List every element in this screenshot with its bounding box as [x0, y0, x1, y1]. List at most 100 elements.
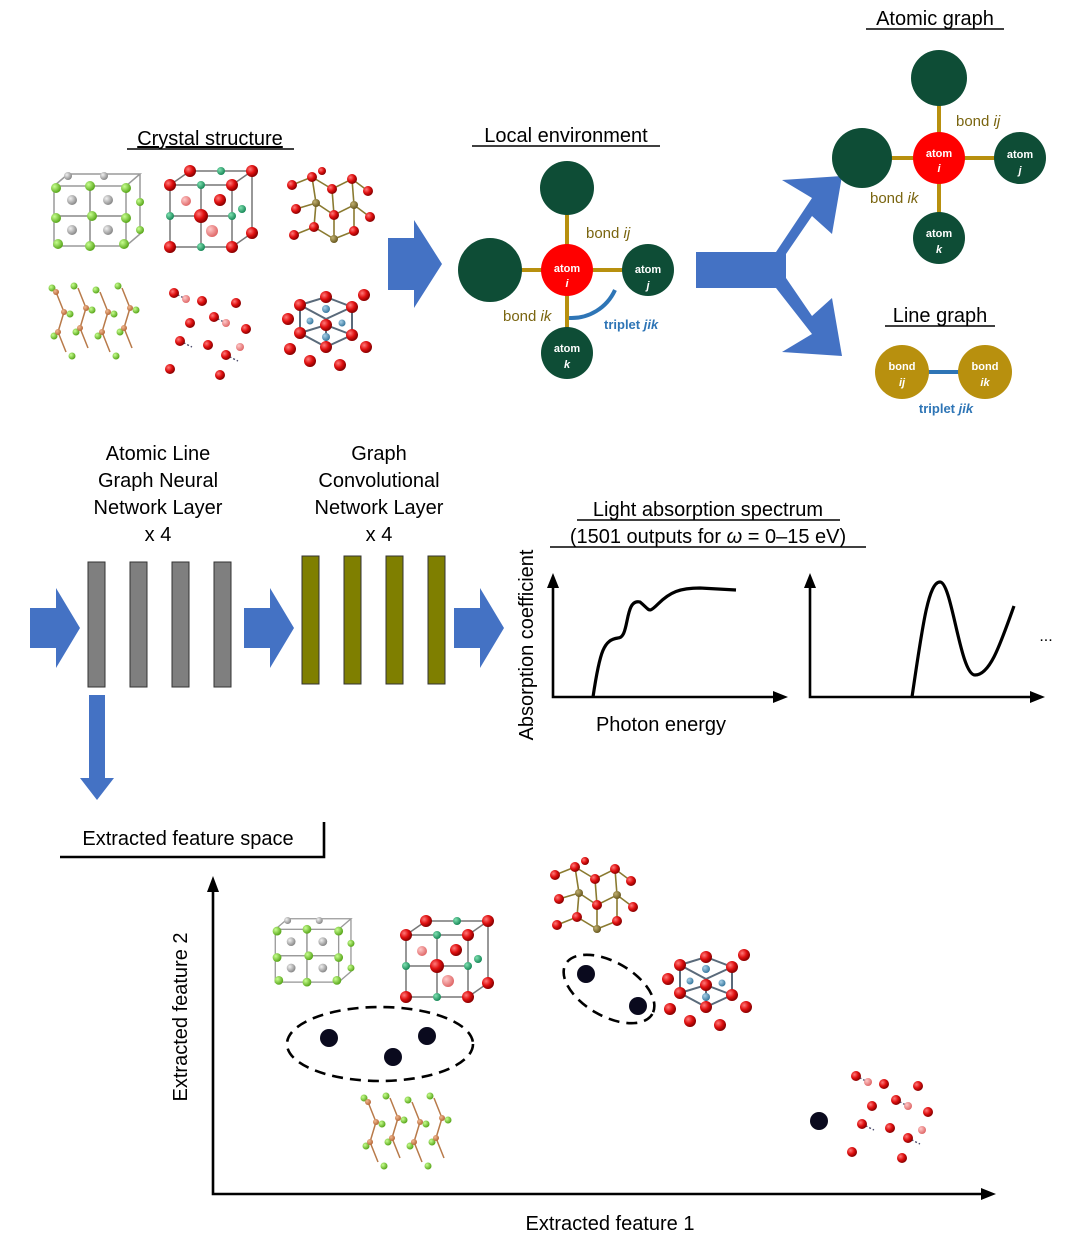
- local-atom-k-index: k: [564, 359, 571, 371]
- cluster-ellipse-1: [285, 1005, 475, 1083]
- crystal-thumb-2: [164, 165, 258, 253]
- line-graph: bond ij bond ik triplet jik: [875, 345, 1012, 416]
- alignn-caption: Atomic Line Graph Neural Network Layer x…: [94, 443, 223, 546]
- local-atom-i-index: i: [565, 278, 569, 290]
- spectrum-curve-1: [591, 586, 737, 698]
- gcn-caption-line3: Network Layer: [315, 497, 444, 519]
- feature-point-4: [577, 965, 595, 983]
- gcn-caption-count: x 4: [366, 524, 393, 546]
- atomic-atom-top: [911, 50, 967, 106]
- feature-crystal-1: [272, 917, 355, 987]
- gcn-caption-line2: Convolutional: [318, 470, 439, 492]
- atomic-atom-k: [913, 212, 965, 264]
- local-atom-j: [622, 244, 674, 296]
- gcn-layers: [301, 555, 446, 685]
- local-atom-i-label: atom: [554, 263, 581, 275]
- gcn-layer-3: [385, 555, 404, 685]
- feature-space-x-axis-label: Extracted feature 1: [526, 1213, 695, 1235]
- atomic-atom-j: [994, 132, 1046, 184]
- feature-space-title-frame: [60, 822, 326, 859]
- crystal-thumb-3: [287, 167, 375, 243]
- atomic-graph: atom i atom j atom k bond ij bond ik: [832, 50, 1046, 264]
- feature-crystal-4: [662, 949, 752, 1031]
- crystal-thumb-5: [165, 288, 251, 380]
- alignn-caption-count: x 4: [145, 524, 172, 546]
- spectrum-plot-1-x-arrow: [773, 691, 788, 703]
- feature-crystal-2: [400, 915, 494, 1003]
- crystal-thumb-1: [51, 172, 144, 251]
- alignn-caption-line1: Atomic Line: [106, 443, 211, 465]
- gcn-layer-4: [427, 555, 446, 685]
- spectrum-x-axis-label: Photon energy: [596, 714, 726, 736]
- feature-point-1: [320, 1029, 338, 1047]
- local-atom-top: [540, 161, 594, 215]
- atomic-bond-ik-label: bond ik: [870, 190, 920, 207]
- line-graph-node-ij: [875, 345, 929, 399]
- feature-point-5: [629, 997, 647, 1015]
- local-bond-ik-label: bond ik: [503, 308, 553, 325]
- crystal-structure-title: Crystal structure: [137, 128, 283, 150]
- line-node-ij-index: ij: [899, 377, 906, 389]
- spectrum-plot-2-axes: [808, 583, 1035, 699]
- arrow-gcn-to-spectrum: [454, 588, 504, 668]
- alignn-layer-2: [129, 561, 148, 688]
- gcn-caption-line1: Graph: [351, 443, 407, 465]
- spectrum-subtitle: (1501 outputs for ω = 0–15 eV): [570, 526, 846, 548]
- local-triplet-arc: [568, 289, 617, 321]
- crystal-thumb-4: [48, 282, 140, 360]
- atomic-atom-k-label: atom: [926, 228, 953, 240]
- alignn-caption-line3: Network Layer: [94, 497, 223, 519]
- arrow-split-to-graphs: [696, 176, 842, 356]
- feature-space-title: Extracted feature space: [82, 828, 293, 850]
- spectrum-plot-1-y-arrow: [547, 573, 559, 588]
- spectrum-plot-2-x-arrow: [1030, 691, 1045, 703]
- line-graph-node-ik: [958, 345, 1012, 399]
- feature-space-axes: [211, 888, 985, 1196]
- line-graph-title: Line graph: [893, 305, 988, 327]
- line-graph-triplet-label: triplet jik: [919, 401, 974, 416]
- atomic-atom-left: [832, 128, 892, 188]
- spectrum-plot-1: [547, 573, 788, 703]
- local-environment-graph: atom i atom j atom k bond ij bond ik tri…: [458, 161, 674, 379]
- spectrum-more-ellipsis: ...: [1039, 628, 1052, 645]
- atomic-atom-i-index: i: [937, 163, 941, 175]
- spectrum-plot-2: [804, 573, 1045, 703]
- alignn-layer-3: [171, 561, 190, 688]
- atomic-graph-title: Atomic graph: [876, 8, 994, 30]
- line-node-ik-index: ik: [980, 377, 990, 389]
- line-node-ij-label: bond: [889, 361, 916, 373]
- alignn-caption-line2: Graph Neural: [98, 470, 218, 492]
- local-environment-title: Local environment: [484, 125, 648, 147]
- spectrum-curve-2: [910, 580, 1016, 698]
- feature-point-3: [418, 1027, 436, 1045]
- feature-crystal-5: [360, 1092, 452, 1170]
- feature-space-plot: [207, 876, 996, 1200]
- local-bond-ij-label: bond ij: [586, 225, 631, 242]
- local-atom-j-label: atom: [635, 264, 662, 276]
- feature-point-2: [384, 1048, 402, 1066]
- atomic-atom-j-label: atom: [1007, 149, 1034, 161]
- spectrum-plot-2-y-arrow: [804, 573, 816, 588]
- gcn-layer-1: [301, 555, 320, 685]
- arrow-alignn-to-gcn: [244, 588, 294, 668]
- arrow-into-alignn: [30, 588, 80, 668]
- cluster-ellipse-2: [562, 953, 656, 1025]
- line-node-ik-label: bond: [972, 361, 999, 373]
- alignn-layers: [87, 561, 232, 688]
- spectrum-title: Light absorption spectrum: [593, 499, 823, 521]
- feature-space-y-arrow: [207, 876, 219, 892]
- local-atom-i: [541, 244, 593, 296]
- local-atom-k-label: atom: [554, 343, 581, 355]
- alignn-layer-4: [213, 561, 232, 688]
- spectrum-y-axis-label: Absorption coefficient: [516, 549, 538, 740]
- crystal-thumb-6: [282, 289, 372, 371]
- local-atom-k: [541, 327, 593, 379]
- atomic-atom-i-label: atom: [926, 148, 953, 160]
- alignn-layer-1: [87, 561, 106, 688]
- atomic-atom-j-index: j: [1016, 165, 1022, 177]
- arrow-down-to-feature-space: [80, 695, 114, 800]
- atomic-atom-i: [913, 132, 965, 184]
- gcn-caption: Graph Convolutional Network Layer x 4: [315, 443, 444, 546]
- local-atom-left: [458, 238, 522, 302]
